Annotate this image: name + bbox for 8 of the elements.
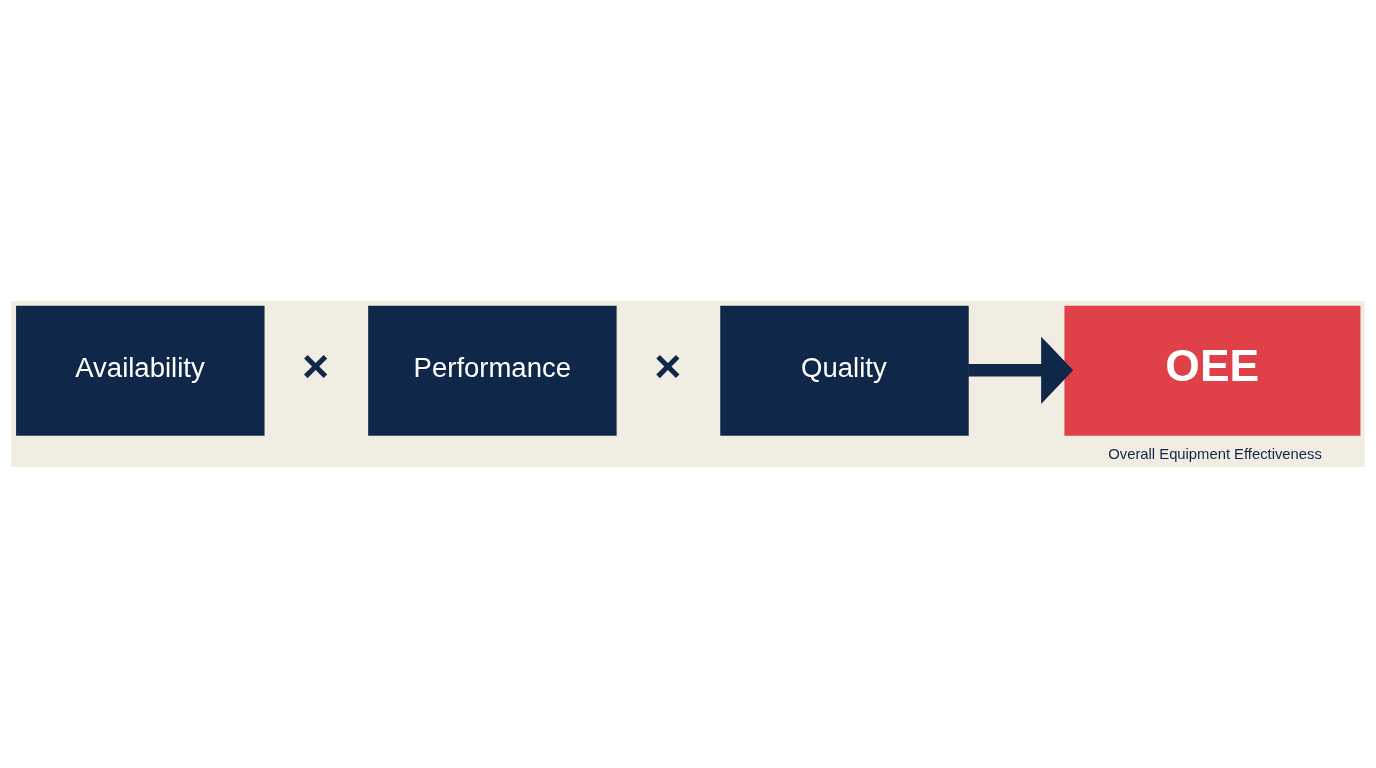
label: ×: [654, 339, 682, 392]
node-label: Overall Equipment Effectiveness: [1108, 446, 1322, 463]
node-box: Performance: [368, 305, 617, 436]
node-box: OEE: [1064, 305, 1361, 436]
node-box: Quality: [720, 305, 969, 436]
label: ×: [302, 339, 330, 392]
arrow: [968, 336, 1074, 404]
node-box: Availability: [16, 305, 265, 436]
